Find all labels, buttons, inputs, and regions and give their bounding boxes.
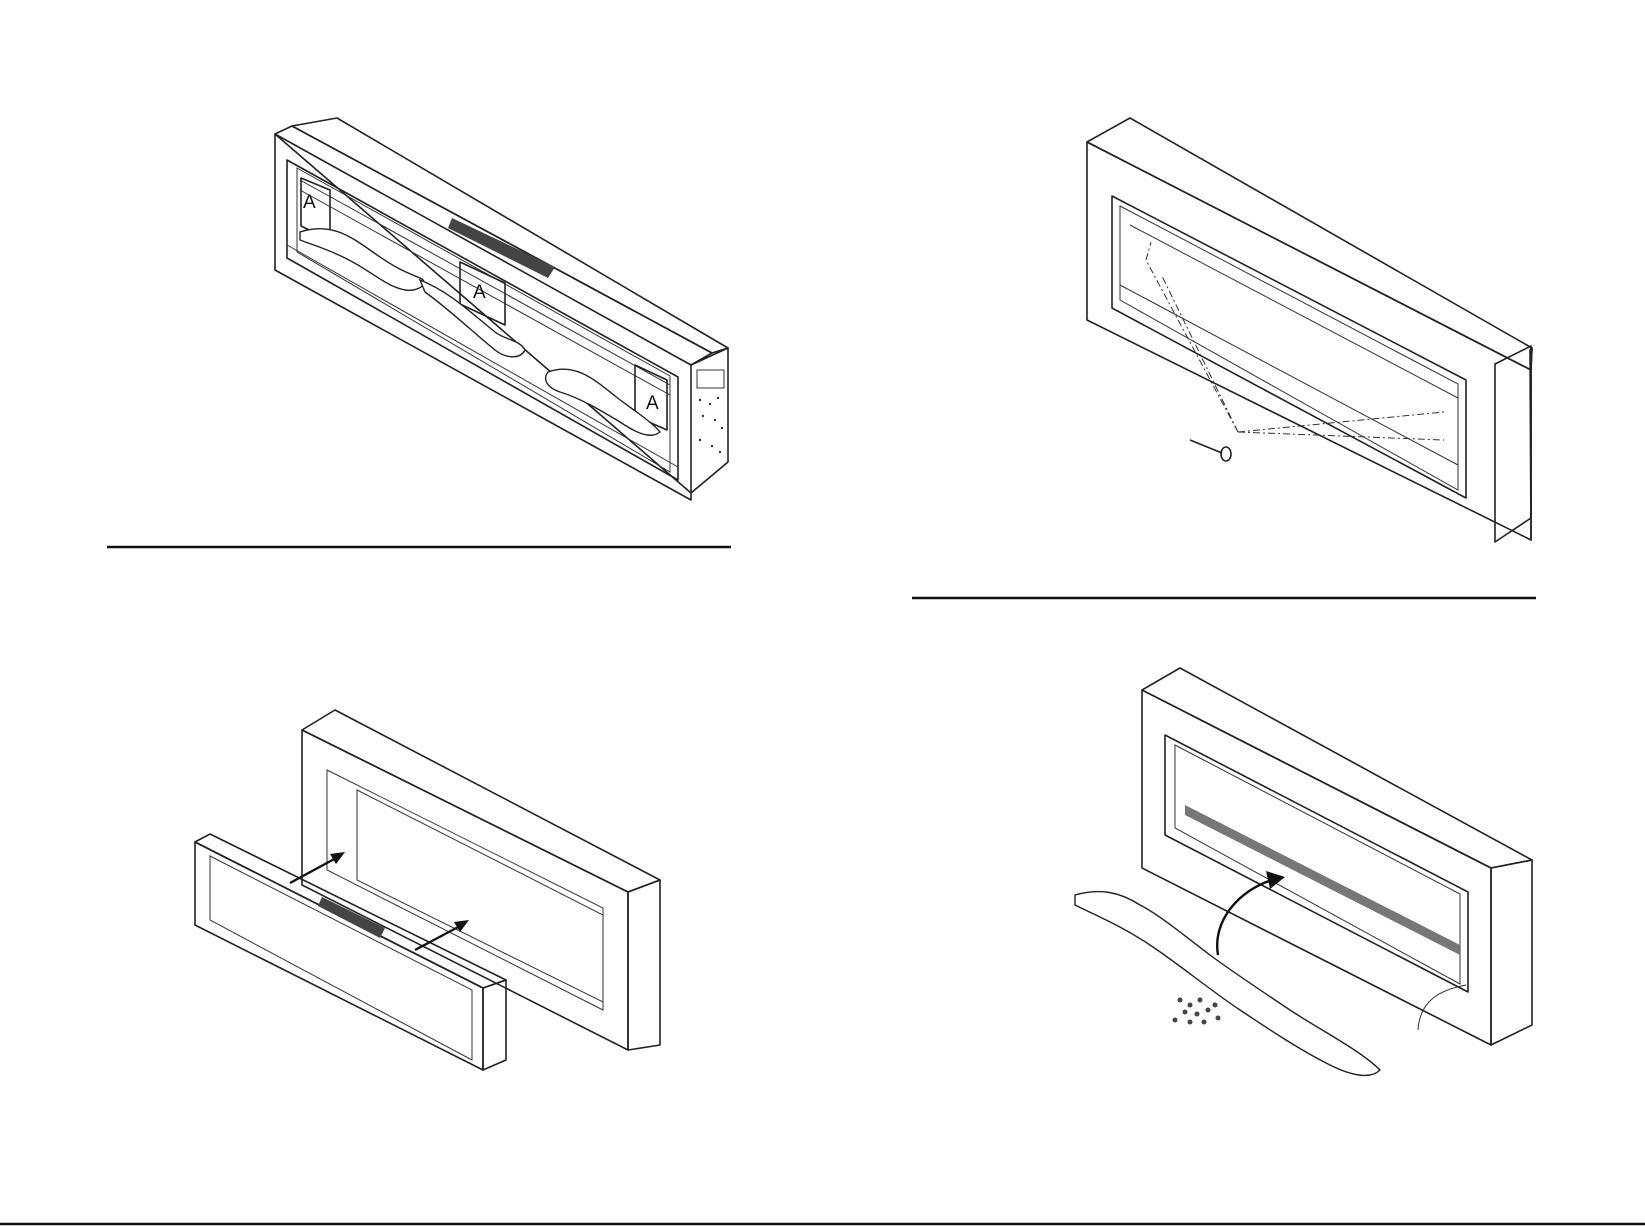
step4-logs-and-crystals [1075,668,1532,1075]
step2-insert-into-frame [195,710,660,1070]
label-a-center: A [473,282,486,303]
step1-insert-with-labels: A A A [275,118,728,500]
label-a-right: A [646,393,659,414]
step3-frame-with-screw [1087,118,1532,542]
label-a-left: A [303,192,316,213]
